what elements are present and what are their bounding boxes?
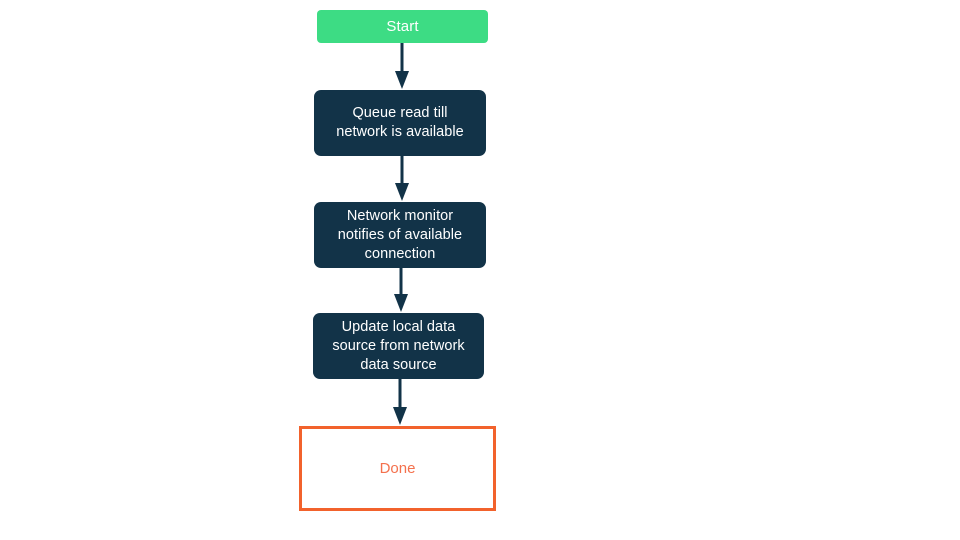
node-start[interactable]: Start (317, 10, 488, 43)
edge-queue-read-to-network-monitor-arrow (394, 156, 410, 202)
node-update-local-label: Update local data source from network da… (332, 318, 465, 373)
node-update-local[interactable]: Update local data source from network da… (313, 313, 484, 379)
node-network-monitor[interactable]: Network monitor notifies of available co… (314, 202, 486, 268)
edge-start-to-queue-read-arrow (394, 43, 410, 90)
node-network-monitor-label: Network monitor notifies of available co… (337, 207, 463, 262)
edge-update-local-to-done-arrow (392, 379, 408, 426)
node-start-label: Start (386, 17, 419, 35)
node-queue-read-label: Queue read till network is available (336, 105, 464, 140)
node-done[interactable]: Done (299, 426, 496, 511)
edge-network-monitor-to-update-local-arrow (393, 268, 409, 313)
node-queue-read[interactable]: Queue read till network is available (314, 90, 486, 156)
node-done-label: Done (379, 459, 416, 477)
